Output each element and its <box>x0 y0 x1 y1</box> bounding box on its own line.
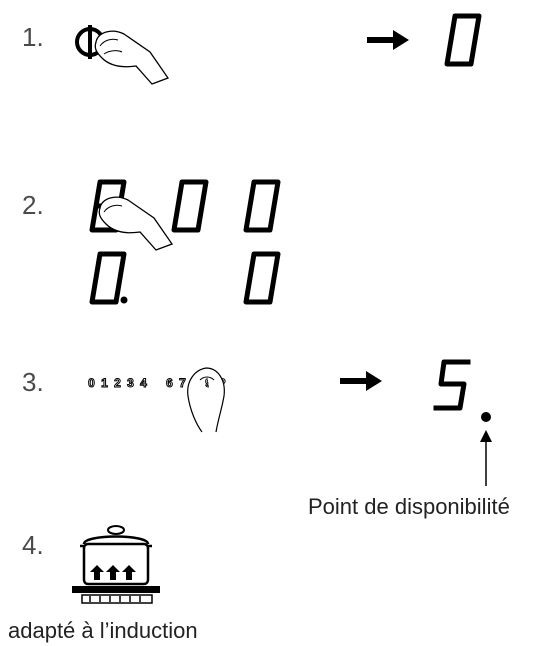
seven-segment-digit <box>444 13 482 67</box>
level-6: 6 <box>166 376 174 391</box>
seven-segment-digit-5-with-dot <box>433 359 491 422</box>
finger-icon <box>94 30 170 85</box>
seven-segment-digit <box>243 251 281 305</box>
level-3: 3 <box>127 376 135 391</box>
arrow-right-icon <box>340 371 382 391</box>
level-0: 0 <box>88 376 96 391</box>
step-1-number: 1. <box>22 22 44 52</box>
seven-segment-digit-with-dot <box>89 251 128 305</box>
step-2-number: 2. <box>22 190 44 220</box>
seven-segment-digit <box>171 179 209 233</box>
level-2: 2 <box>114 376 122 391</box>
induction-label: adapté à l’induction <box>8 618 198 643</box>
finger-icon <box>98 196 174 251</box>
level-7: 7 <box>179 376 187 391</box>
step-4-number: 4. <box>22 530 44 560</box>
step-3-number: 3. <box>22 367 44 397</box>
level-4: 4 <box>140 376 148 391</box>
arrow-right-icon <box>367 30 409 50</box>
pot-on-induction-icon <box>72 525 160 604</box>
availability-point-label: Point de disponibilité <box>308 494 510 519</box>
level-1: 1 <box>101 376 109 391</box>
arrow-up-icon <box>480 430 492 486</box>
finger-icon <box>187 367 225 433</box>
seven-segment-digit <box>243 179 281 233</box>
